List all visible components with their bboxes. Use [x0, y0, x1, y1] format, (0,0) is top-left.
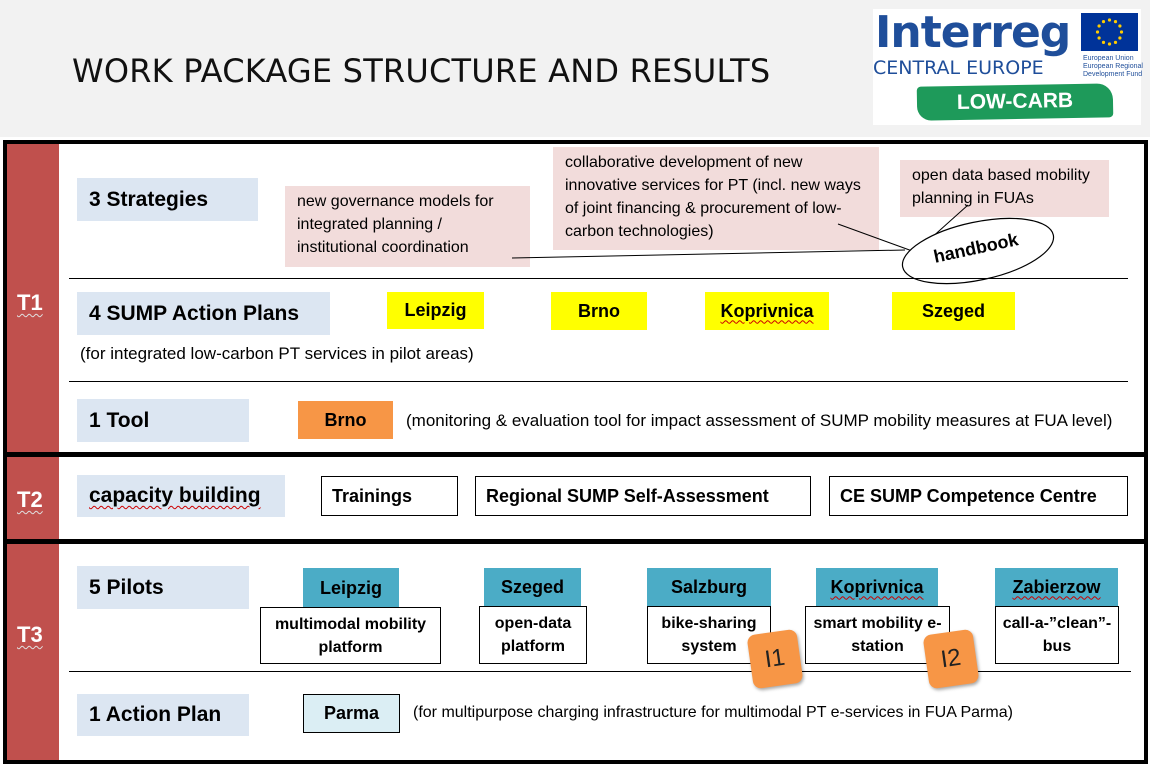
sump-city-brno: Brno: [551, 292, 647, 330]
logo-lowcarb-banner: LOW-CARB: [916, 83, 1114, 121]
badge-i2: I2: [922, 628, 980, 690]
tool-city-brno: Brno: [298, 401, 393, 439]
pilot-koprivnica-text: Koprivnica: [830, 576, 924, 597]
sump-city-szeged: Szeged: [892, 292, 1015, 330]
t3-side-bar: T3: [7, 544, 59, 760]
t3-label: T3: [17, 622, 43, 647]
sump-city-leipzig: Leipzig: [387, 292, 484, 329]
strategy-collaborative: collaborative development of new innovat…: [553, 147, 879, 250]
divider-strategies: [69, 278, 1128, 279]
t2-self-assessment: Regional SUMP Self-Assessment: [475, 476, 811, 516]
divider-pilots: [69, 671, 1131, 672]
pilot-city-koprivnica: Koprivnica: [816, 568, 938, 606]
t2-competence-centre: CE SUMP Competence Centre: [829, 476, 1128, 516]
pilot-city-szeged: Szeged: [484, 568, 581, 606]
pilot-city-salzburg: Salzburg: [647, 568, 771, 606]
pilot-city-zabierzow: Zabierzow: [995, 568, 1118, 606]
badge-i1: I1: [746, 628, 804, 690]
divider-sump: [69, 381, 1128, 382]
action-plan-note: (for multipurpose charging infrastructur…: [413, 704, 1013, 721]
logo-eu-text: European Union European Regional Develop…: [1083, 55, 1143, 78]
action-plan-label: 1 Action Plan: [77, 694, 249, 736]
koprivnica-text: Koprivnica: [720, 300, 814, 321]
page-title: WORK PACKAGE STRUCTURE AND RESULTS: [72, 52, 771, 90]
t1-label: T1: [17, 290, 43, 315]
logo-region-text: CENTRAL EUROPE: [873, 57, 1044, 79]
capacity-text: capacity building: [89, 484, 261, 507]
pilot-desc-zabierzow: call-a-”clean”-bus: [995, 606, 1119, 664]
strategies-label: 3 Strategies: [77, 178, 258, 221]
tool-note: (monitoring & evaluation tool for impact…: [406, 411, 1113, 430]
logo-interreg-text: Interreg: [875, 7, 1071, 58]
action-plan-city-parma: Parma: [303, 694, 400, 733]
pilot-zabierzow-text: Zabierzow: [1012, 576, 1101, 597]
t1-side-bar: T1: [7, 144, 59, 452]
sump-city-koprivnica: Koprivnica: [705, 292, 829, 330]
t2-label: T2: [17, 487, 43, 512]
pilot-desc-szeged: open-data platform: [479, 606, 587, 664]
pilots-label: 5 Pilots: [77, 566, 249, 609]
t2-trainings: Trainings: [321, 476, 458, 516]
tool-label: 1 Tool: [77, 399, 249, 442]
sump-note: (for integrated low-carbon PT services i…: [80, 344, 474, 363]
strategy-open-data: open data based mobility planning in FUA…: [900, 160, 1109, 217]
capacity-label: capacity building: [77, 475, 285, 517]
pilot-city-leipzig: Leipzig: [303, 568, 399, 608]
strategy-governance: new governance models for integrated pla…: [285, 186, 530, 267]
sump-label: 4 SUMP Action Plans: [77, 292, 330, 335]
t2-side-bar: T2: [7, 457, 59, 539]
pilot-desc-leipzig: multimodal mobility platform: [260, 607, 441, 664]
eu-flag-icon: [1081, 13, 1138, 51]
interreg-logo: Interreg CENTRAL EUROPE European Union E…: [873, 7, 1143, 125]
